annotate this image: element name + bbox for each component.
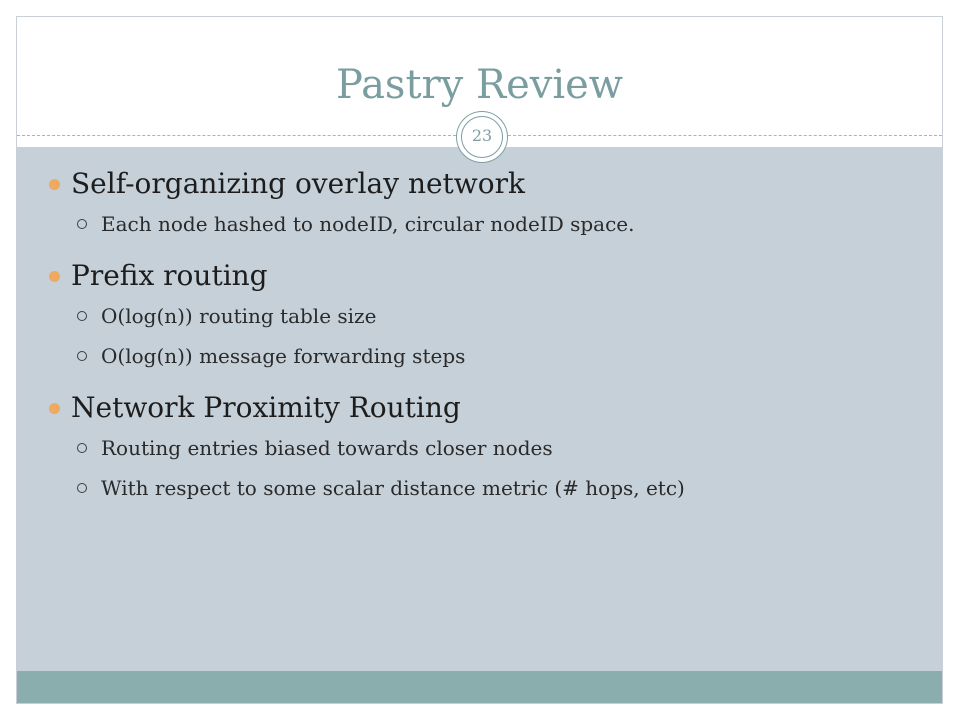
bullet-text: Prefix routing bbox=[71, 259, 268, 292]
footer-band bbox=[17, 671, 942, 703]
bullet-list: Self-organizing overlay network Each nod… bbox=[49, 167, 685, 501]
sub-bullet-item: Routing entries biased towards closer no… bbox=[71, 435, 685, 461]
slide-title: Pastry Review bbox=[335, 62, 624, 108]
bullet-text: Network Proximity Routing bbox=[71, 391, 461, 424]
bullet-dot-icon bbox=[49, 179, 60, 190]
sub-bullet-item: O(log(n)) routing table size bbox=[71, 303, 685, 329]
hollow-circle-icon bbox=[77, 219, 87, 229]
sub-bullet-list: Each node hashed to nodeID, circular nod… bbox=[71, 211, 685, 237]
sub-bullet-text: O(log(n)) message forwarding steps bbox=[101, 344, 466, 368]
bullet-dot-icon bbox=[49, 403, 60, 414]
page-number-badge: 23 bbox=[457, 112, 507, 162]
slide: Pastry Review 23 Self-organizing overlay… bbox=[16, 16, 943, 704]
hollow-circle-icon bbox=[77, 443, 87, 453]
sub-bullet-list: Routing entries biased towards closer no… bbox=[71, 435, 685, 501]
sub-bullet-text: Each node hashed to nodeID, circular nod… bbox=[101, 212, 635, 236]
hollow-circle-icon bbox=[77, 311, 87, 321]
bullet-item: Prefix routing O(log(n)) routing table s… bbox=[49, 259, 685, 369]
sub-bullet-item: O(log(n)) message forwarding steps bbox=[71, 343, 685, 369]
content-area bbox=[17, 147, 942, 671]
bullet-item: Self-organizing overlay network Each nod… bbox=[49, 167, 685, 237]
hollow-circle-icon bbox=[77, 351, 87, 361]
sub-bullet-text: With respect to some scalar distance met… bbox=[101, 476, 685, 500]
sub-bullet-item: With respect to some scalar distance met… bbox=[71, 475, 685, 501]
bullet-dot-icon bbox=[49, 271, 60, 282]
sub-bullet-text: O(log(n)) routing table size bbox=[101, 304, 377, 328]
sub-bullet-list: O(log(n)) routing table size O(log(n)) m… bbox=[71, 303, 685, 369]
hollow-circle-icon bbox=[77, 483, 87, 493]
bullet-text: Self-organizing overlay network bbox=[71, 167, 525, 200]
bullet-item: Network Proximity Routing Routing entrie… bbox=[49, 391, 685, 501]
sub-bullet-item: Each node hashed to nodeID, circular nod… bbox=[71, 211, 685, 237]
sub-bullet-text: Routing entries biased towards closer no… bbox=[101, 436, 553, 460]
